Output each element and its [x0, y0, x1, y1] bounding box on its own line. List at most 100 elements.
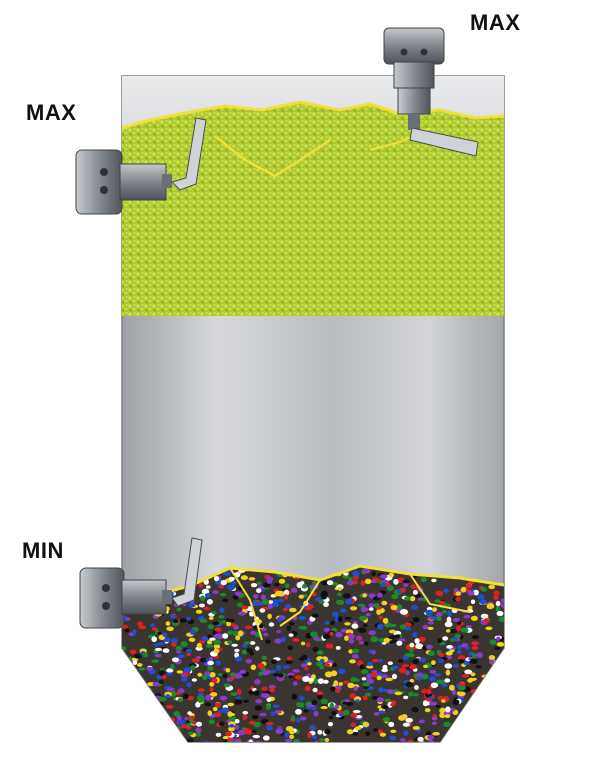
plastic-pellet — [424, 708, 431, 713]
plastic-pellet — [409, 596, 416, 602]
plastic-pellet — [266, 724, 273, 731]
plastic-pellet — [195, 701, 201, 708]
plastic-pellet — [410, 584, 416, 589]
plastic-pellet — [377, 705, 383, 709]
plastic-pellet — [417, 597, 423, 601]
plastic-pellet — [188, 602, 196, 608]
plastic-pellet — [379, 732, 387, 737]
plastic-pellet — [445, 629, 451, 633]
plastic-pellet — [124, 696, 131, 701]
plastic-pellet — [130, 649, 137, 655]
plastic-pellet — [254, 679, 261, 685]
plastic-pellet — [439, 707, 447, 714]
plastic-pellet — [438, 652, 445, 657]
plastic-pellet — [335, 645, 341, 650]
plastic-pellet — [151, 636, 157, 643]
plastic-pellet — [388, 629, 397, 634]
plastic-pellet — [485, 626, 493, 631]
plastic-pellet — [484, 719, 491, 726]
plastic-pellet — [222, 598, 229, 603]
plastic-pellet — [198, 688, 205, 693]
plastic-pellet — [212, 706, 218, 712]
plastic-pellet — [172, 732, 179, 739]
plastic-pellet — [165, 734, 171, 741]
plastic-pellet — [248, 577, 256, 581]
plastic-pellet — [412, 632, 418, 638]
plastic-pellet — [451, 689, 457, 696]
plastic-pellet — [122, 679, 128, 685]
plastic-pellet — [241, 605, 249, 610]
plastic-pellet — [142, 652, 149, 658]
plastic-pellet — [452, 699, 460, 705]
plastic-pellet — [217, 673, 223, 677]
plastic-pellet — [478, 698, 484, 703]
plastic-pellet — [452, 664, 460, 668]
plastic-pellet — [498, 616, 504, 623]
plastic-pellet — [250, 583, 258, 588]
plastic-pellet — [430, 616, 438, 620]
plastic-pellet — [209, 672, 216, 678]
plastic-pellet — [340, 608, 347, 613]
plastic-pellet — [344, 635, 349, 641]
plastic-pellet — [465, 705, 471, 711]
plastic-pellet — [428, 650, 435, 656]
plastic-pellet — [356, 635, 363, 640]
plastic-pellet — [388, 721, 395, 728]
plastic-pellet — [136, 689, 145, 694]
plastic-pellet — [282, 607, 288, 612]
plastic-pellet — [412, 616, 420, 623]
plastic-pellet — [352, 570, 360, 577]
plastic-pellet — [209, 637, 216, 641]
plastic-pellet — [274, 710, 282, 714]
plastic-pellet — [236, 602, 244, 608]
plastic-pellet — [442, 588, 449, 593]
plastic-pellet — [213, 648, 220, 654]
plastic-pellet — [277, 616, 282, 623]
plastic-pellet — [427, 739, 434, 742]
plastic-pellet — [170, 663, 175, 670]
plastic-pellet — [304, 667, 309, 671]
plastic-pellet — [432, 732, 440, 736]
plastic-pellet — [433, 673, 442, 677]
plastic-pellet — [267, 603, 274, 610]
plastic-pellet — [225, 668, 231, 673]
plastic-pellet — [413, 693, 419, 697]
plastic-pellet — [150, 623, 155, 627]
plastic-pellet — [218, 721, 225, 726]
plastic-pellet — [195, 732, 201, 737]
plastic-pellet — [488, 728, 496, 735]
plastic-pellet — [443, 721, 451, 728]
plastic-pellet — [455, 633, 461, 639]
plastic-pellet — [470, 658, 478, 664]
plastic-pellet — [366, 665, 374, 669]
plastic-pellet — [364, 692, 372, 697]
plastic-pellet — [227, 711, 233, 717]
plastic-pellet — [227, 640, 233, 644]
plastic-pellet — [307, 732, 312, 738]
plastic-pellet — [480, 707, 487, 711]
plastic-pellet — [467, 605, 473, 611]
plastic-pellet — [357, 603, 366, 607]
plastic-pellet — [362, 624, 368, 628]
plastic-pellet — [179, 618, 187, 623]
plastic-pellet — [309, 725, 316, 730]
plastic-pellet — [471, 635, 480, 640]
plastic-pellet — [172, 619, 179, 624]
plastic-pellet — [352, 579, 359, 585]
plastic-pellet — [252, 734, 260, 739]
plastic-pellet — [138, 715, 144, 720]
plastic-pellet — [464, 669, 473, 675]
plastic-pellet — [401, 664, 410, 668]
plastic-pellet — [365, 612, 371, 617]
plastic-pellet — [266, 697, 272, 703]
plastic-pellet — [237, 630, 244, 637]
plastic-pellet — [427, 734, 435, 740]
plastic-pellet — [294, 675, 303, 680]
plastic-pellet — [435, 611, 443, 618]
plastic-pellet — [361, 677, 367, 681]
plastic-pellet — [377, 623, 384, 630]
plastic-pellet — [236, 688, 242, 695]
plastic-pellet — [374, 603, 380, 609]
plastic-pellet — [315, 597, 323, 602]
plastic-pellet — [493, 673, 499, 678]
